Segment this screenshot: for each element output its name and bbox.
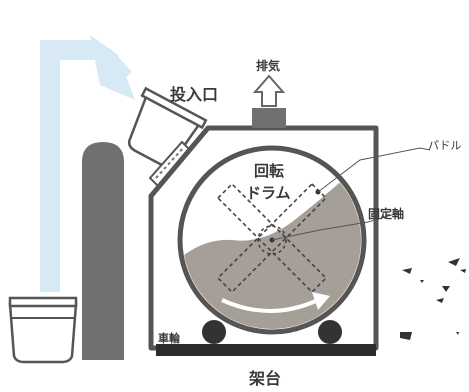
wheel-label: 車輪: [158, 331, 181, 345]
drum-label-line2: ドラム: [246, 184, 291, 202]
rotation-arrow-icon: [221, 292, 330, 313]
leader-lines: [271, 147, 431, 241]
flow-arrow-icon: [40, 35, 135, 292]
lift-post: [82, 142, 124, 360]
paddle: [216, 182, 328, 294]
exhaust-label: 排気: [256, 58, 280, 73]
base-label: 架台: [248, 369, 281, 388]
base-plate: [156, 344, 376, 356]
exhaust-arrow-icon: [252, 74, 286, 107]
exhaust-stack: [252, 108, 286, 128]
fixed-shaft-label: 固定軸: [368, 206, 404, 221]
particles: [400, 258, 466, 340]
inlet-label: 投入口: [170, 85, 218, 104]
bucket-icon: [8, 296, 78, 364]
drum-label-line1: 回転: [254, 162, 284, 180]
paddle-label: パドル: [428, 139, 461, 152]
wheels: [202, 320, 342, 344]
